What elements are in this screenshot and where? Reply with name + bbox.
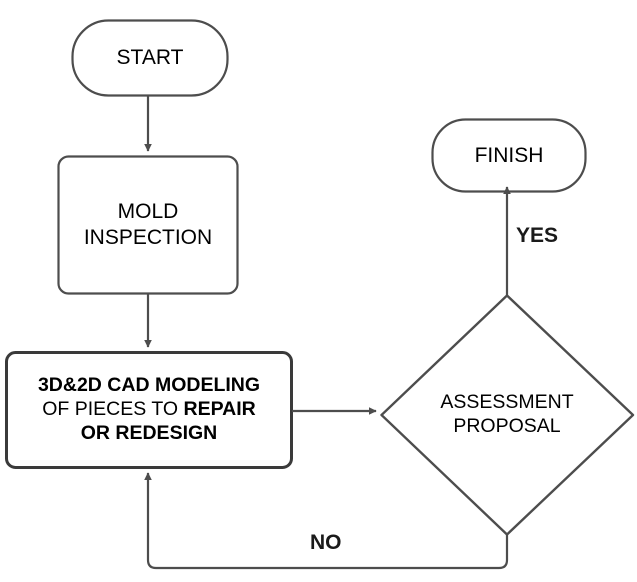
edge-label-no: NO [310,531,342,554]
edge-assessment-to-cad [144,472,509,570]
node-mold-inspection-shape[interactable] [57,155,239,295]
node-start-shape[interactable] [71,19,229,97]
node-cad-modeling-shape[interactable] [5,351,293,469]
node-finish-shape[interactable] [431,118,587,193]
edge-label-yes: YES [516,224,559,247]
node-assessment-shape[interactable] [380,294,635,536]
